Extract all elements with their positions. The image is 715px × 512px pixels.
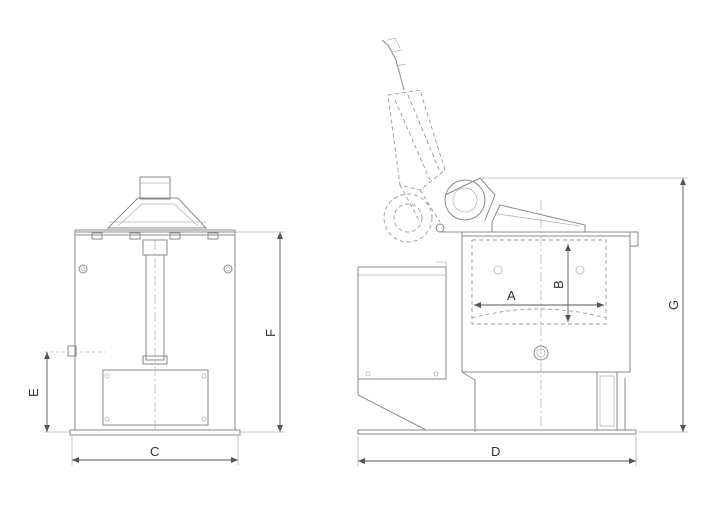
side-lower-base — [357, 378, 626, 433]
side-hook — [381, 39, 405, 91]
side-motor-housing — [357, 266, 447, 380]
dimension-label-c: C — [150, 444, 159, 459]
dimension-label-a: A — [507, 288, 516, 303]
front-motor — [139, 176, 171, 200]
front-view — [67, 176, 241, 436]
front-clamp-mid — [129, 232, 141, 240]
side-arm-wheel — [444, 179, 486, 221]
front-clamp-right — [207, 232, 219, 240]
side-internal-tank — [471, 239, 607, 325]
side-tank — [461, 231, 631, 373]
side-raised-arm — [387, 89, 446, 191]
front-bolt-right — [223, 264, 233, 274]
dimension-label-g: G — [666, 300, 681, 310]
side-base-plate — [357, 429, 637, 435]
side-right-leg — [596, 371, 618, 431]
side-view — [357, 37, 639, 435]
side-dimensions — [357, 177, 688, 466]
dimension-label-d: D — [491, 444, 500, 459]
dimension-label-f: F — [263, 329, 278, 337]
front-clamp-mid2 — [169, 232, 181, 240]
front-base-plate — [69, 429, 241, 436]
front-hood — [106, 197, 208, 229]
front-side-pin — [67, 345, 77, 357]
front-bolt-left — [78, 264, 88, 274]
side-hinge-dashed — [383, 193, 433, 243]
front-dimensions — [44, 231, 285, 465]
front-top-rail — [74, 229, 236, 236]
side-lid — [491, 204, 586, 233]
front-clamp-left — [91, 232, 103, 240]
dimension-label-e: E — [26, 388, 41, 397]
front-access-panel — [102, 369, 209, 426]
dimension-label-b: B — [551, 280, 566, 289]
